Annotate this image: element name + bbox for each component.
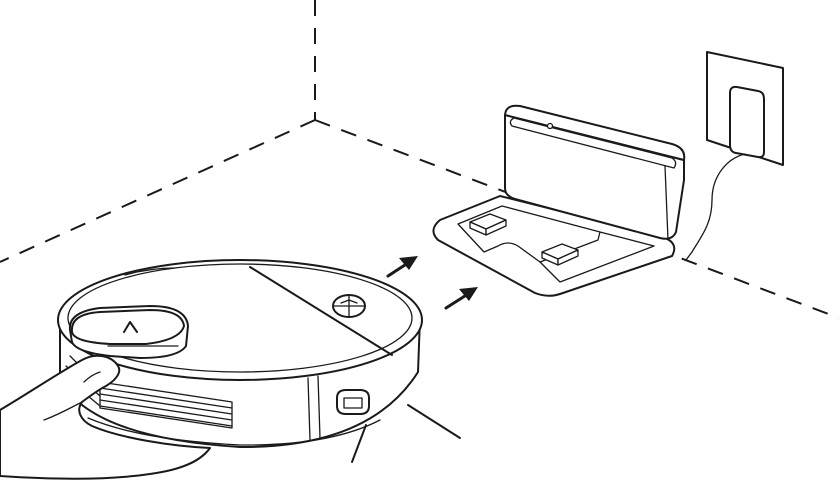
charging-contact-right xyxy=(541,243,579,266)
dock-tower-top xyxy=(504,104,686,161)
front-sensor-window xyxy=(336,389,370,415)
dock-base-groove xyxy=(457,205,601,263)
lid-divider-line xyxy=(249,266,393,356)
vacuum-bottom-rim xyxy=(87,417,381,446)
hand-knuckle-line xyxy=(83,371,101,383)
lid-rim-highlight xyxy=(124,267,176,276)
wall-outlet xyxy=(685,51,784,261)
dock-tower-front xyxy=(504,114,685,240)
bumper-seam-2 xyxy=(317,375,321,439)
arrow-lower xyxy=(444,287,478,310)
hand xyxy=(0,354,211,480)
dock-indicator-light xyxy=(546,122,554,130)
direction-arrows xyxy=(386,256,478,310)
front-sensor-inner xyxy=(343,397,363,409)
vacuum-top-inner-ring xyxy=(67,263,413,373)
hand-palm xyxy=(0,354,211,480)
dock-top-slot xyxy=(509,117,677,169)
hand-thumb-line xyxy=(43,401,83,421)
power-plug xyxy=(729,85,765,159)
bumper-seam xyxy=(307,377,311,441)
robot-vacuum xyxy=(57,259,461,463)
dock-base-groove-2 xyxy=(539,231,655,283)
arrow-upper xyxy=(386,256,418,278)
charging-contact-left xyxy=(469,213,507,236)
left-floor-wall-line xyxy=(0,119,316,263)
control-button xyxy=(332,294,366,318)
side-brush-front xyxy=(351,424,367,463)
side-brush-right xyxy=(407,404,461,439)
laser-turret-logo xyxy=(123,321,138,333)
charging-dock xyxy=(432,104,686,297)
room-corner-lines xyxy=(0,0,839,319)
dock-edge-line xyxy=(664,165,669,241)
laser-turret xyxy=(68,305,189,359)
power-cord xyxy=(685,153,746,261)
